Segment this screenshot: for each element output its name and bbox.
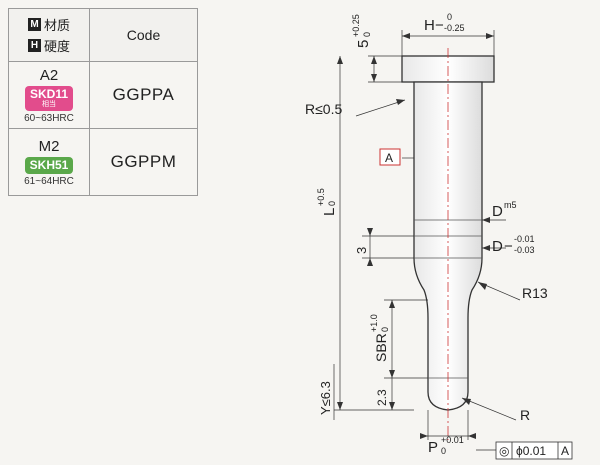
arrow (371, 56, 377, 64)
svg-text:−: − (504, 238, 513, 255)
relief-tol-upper: -0.01 (514, 234, 535, 244)
relief-length-label: 3 (354, 247, 369, 254)
point-tol-upper: +0.01 (441, 435, 464, 445)
datum-a-box (379, 148, 401, 166)
relief-dia-label: D (492, 238, 503, 255)
table-row: M2 SKH51 61~64HRC GGPPM (8, 128, 198, 196)
arrow (486, 33, 494, 39)
y-note: Y≤6.3 (318, 381, 333, 415)
head-width-tol-upper: 0 (447, 12, 452, 22)
code-header: Code (89, 8, 198, 62)
head-radius-note: R≤0.5 (305, 101, 342, 117)
head-height-tol-lower: 0 (362, 32, 372, 37)
hardness-label: 硬度 (43, 39, 70, 54)
hardness-value: 60~63HRC (24, 112, 74, 124)
length-tol-upper: +0.5 (316, 188, 326, 206)
point-dia-label: P (428, 439, 438, 456)
grade-label: M2 (38, 137, 60, 155)
head-height-label: 5 (355, 40, 372, 48)
arrow (367, 228, 373, 236)
hardness-tag: H (27, 39, 41, 52)
sbr-label: SBR (373, 333, 389, 362)
sbr-tol-upper: +1.0 (369, 314, 379, 332)
arrow (367, 258, 373, 266)
arrow (337, 56, 343, 64)
arrow (482, 245, 490, 251)
arrow (389, 370, 395, 378)
shank-dia-label: D (492, 203, 503, 220)
length-label: L (321, 208, 338, 216)
arrow (468, 433, 476, 439)
head-width-label: H (424, 17, 435, 34)
code-value: GGPPM (89, 128, 198, 196)
leader-r-head (355, 99, 406, 117)
head-height-tol-upper: +0.25 (351, 14, 361, 37)
length-tol-lower: 0 (327, 201, 337, 206)
tip-radius-label: R (520, 407, 530, 423)
material-label: 材质 (43, 18, 70, 33)
tip-length-label: 2.3 (375, 389, 389, 406)
point-tol-lower: 0 (441, 446, 446, 456)
shank-fit-label: m5 (504, 200, 517, 210)
arrow (389, 402, 395, 410)
neck-radius-label: R13 (522, 285, 548, 301)
datum-a-label: A (385, 151, 393, 165)
arrow (396, 99, 405, 105)
concentricity-frame (495, 441, 573, 460)
head-width-tol-lower: -0.25 (444, 23, 465, 33)
arrow (337, 402, 343, 410)
arrow (478, 282, 487, 290)
concentricity-datum: A (561, 444, 569, 458)
arrow (371, 74, 377, 82)
arrow (420, 433, 428, 439)
grade-label: A2 (39, 66, 59, 84)
arrow (462, 398, 471, 405)
concentricity-value: ϕ0.01 (516, 444, 546, 458)
concentricity-symbol: ◎ (499, 444, 509, 458)
material-cell: M2 SKH51 61~64HRC (8, 128, 90, 196)
material-badge: SKH51 (24, 156, 74, 174)
leader-r-tip (461, 397, 517, 421)
hardness-value: 61~64HRC (24, 175, 74, 187)
arrow (389, 300, 395, 308)
arrow (402, 33, 410, 39)
material-tag: M (27, 18, 41, 31)
svg-text:−: − (435, 17, 444, 34)
code-value: GGPPA (89, 61, 198, 129)
sbr-tol-lower: 0 (380, 327, 390, 332)
arrow (482, 217, 490, 223)
relief-tol-lower: -0.03 (514, 245, 535, 255)
